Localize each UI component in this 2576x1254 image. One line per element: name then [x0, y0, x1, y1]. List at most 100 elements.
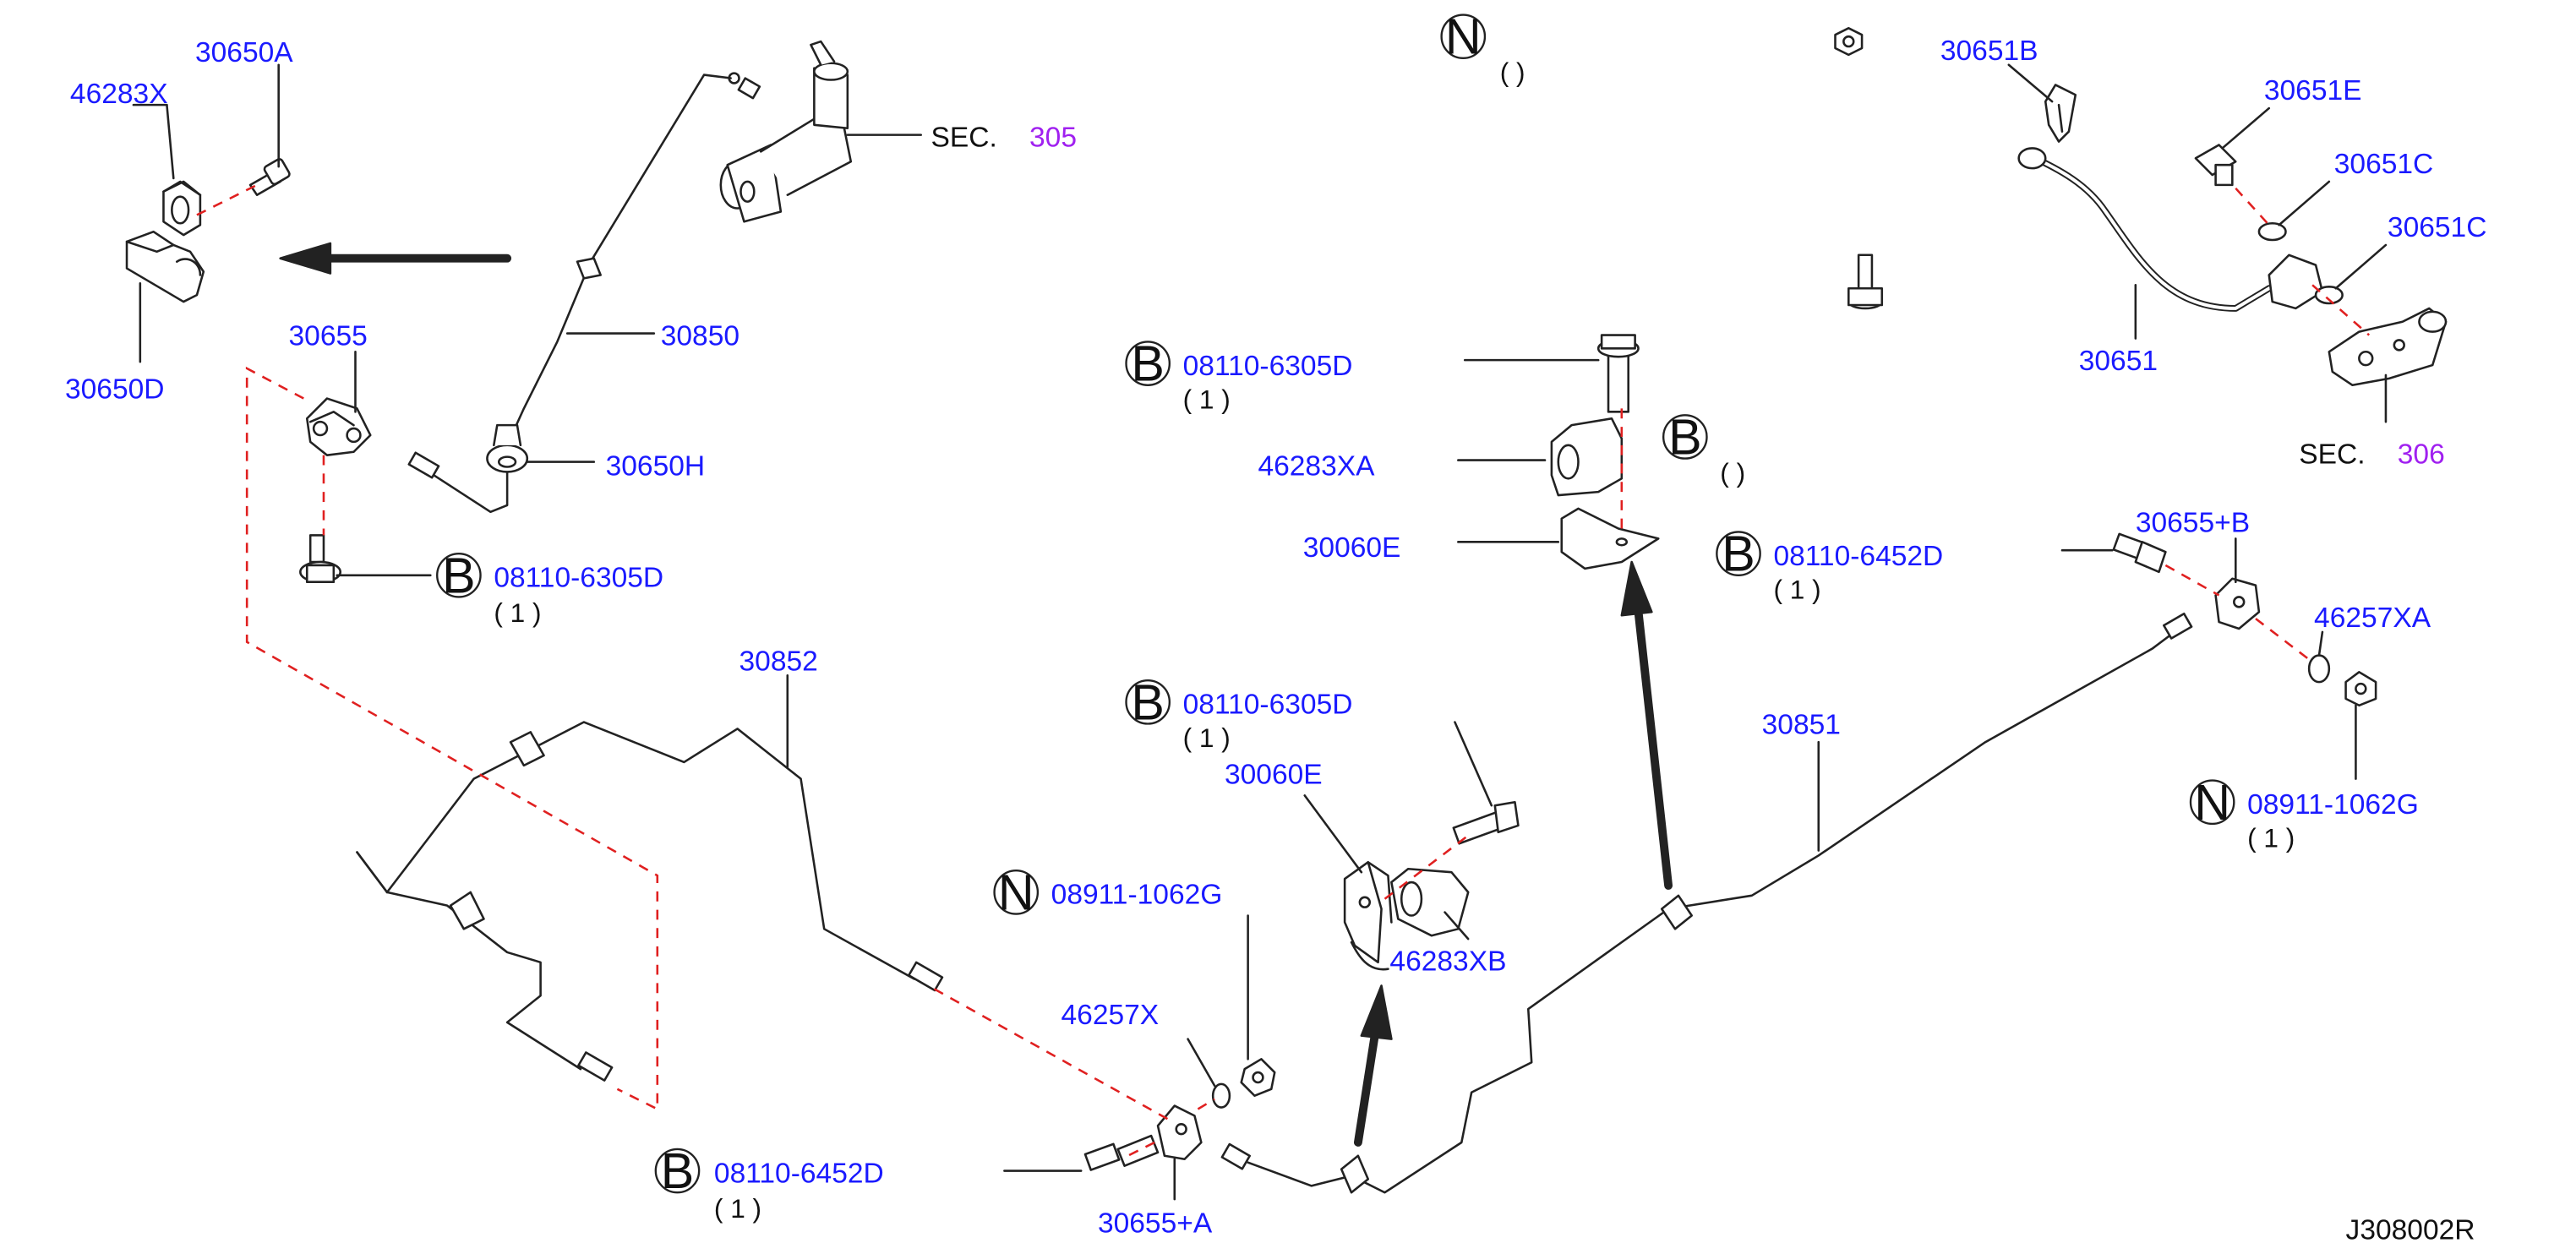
qty-bolt-6305d-1: ( 1 ) [494, 597, 541, 628]
tube-30851 [1247, 627, 2180, 1194]
leader-30651b [2007, 63, 2054, 103]
master-cylinder-shape [719, 40, 853, 223]
label-bolt-6305d-2: 08110-6305D [1183, 351, 1353, 382]
clip-30851-a [1660, 894, 1694, 930]
label-30655a: 30655+A [1098, 1208, 1213, 1240]
bracket-30060e-1-shape [1560, 507, 1660, 570]
grommet-30650h-shape [486, 423, 529, 473]
leader-46257xa [2317, 630, 2324, 657]
dash-30655a-washer [1197, 1098, 1215, 1110]
label-bolt-6452d-1: 08110-6452D [714, 1158, 884, 1189]
label-46257x: 46257X [1062, 1000, 1160, 1031]
mark-b-6305d-1-letter: B [442, 547, 476, 603]
tube-30852 [385, 721, 916, 980]
qty-bolt-6305d-3: ( 1 ) [1183, 722, 1231, 753]
mark-n-1062g-1 [993, 870, 1040, 915]
leader-46257x [1187, 1038, 1216, 1088]
label-30651c-1: 30651C [2334, 149, 2434, 180]
leader-30651c-2 [2334, 243, 2388, 290]
sec-number-306: 306 [2398, 439, 2445, 471]
bracket-30060e-2-shape [1343, 861, 1393, 971]
label-nut-1062g-2: 08911-1062G [2247, 789, 2419, 821]
bolt-30651e-shape [2194, 144, 2237, 187]
tube-30850 [432, 74, 732, 514]
mark-b-empty [1662, 414, 1708, 460]
label-46257xa: 46257XA [2314, 602, 2431, 634]
mark-b-6305d-1 [436, 552, 482, 598]
clip-30655a-shape [1156, 1104, 1203, 1161]
bolt-6305d-3-shape [1452, 800, 1520, 845]
washer-46257x-shape [1211, 1082, 1231, 1109]
clip-30655b-shape [2214, 577, 2261, 630]
leader-46283x-b [166, 103, 175, 180]
dash-30655b-washer [2255, 618, 2313, 663]
mark-b-6305d-3-letter: B [1131, 673, 1165, 730]
sec-label-305: SEC. [931, 122, 997, 153]
washer-30651c-1-shape [2257, 221, 2287, 242]
clamp-46283xa-shape [1550, 417, 1624, 497]
label-30650d: 30650D [65, 374, 165, 406]
mark-n-top [1440, 14, 1487, 60]
label-30650h: 30650H [606, 450, 706, 482]
qty-b-empty: ( ) [1720, 457, 1745, 488]
clip-30651b-shape [2044, 84, 2077, 143]
fitting-30851-left [1220, 1142, 1252, 1170]
mark-n-1062g-2 [2189, 779, 2235, 826]
clip-30852-a [509, 731, 545, 767]
dash-30651e-washer [2235, 187, 2270, 226]
bolt-30650a-shape [248, 158, 291, 196]
fitting-30852-left [577, 1051, 614, 1082]
fitting-top [728, 72, 761, 100]
label-30651e: 30651E [2264, 75, 2362, 106]
slave-cylinder-shape [2328, 307, 2448, 387]
qty-bolt-6452d-1: ( 1 ) [714, 1193, 761, 1224]
mark-b-6305d-3 [1125, 679, 1171, 725]
washer-46257xa-shape [2307, 654, 2331, 684]
label-30851: 30851 [1762, 709, 1841, 740]
label-46283xb: 46283XB [1389, 946, 1506, 978]
dash-30655-outline [245, 366, 659, 1111]
ref-code: J308002R [2346, 1214, 2475, 1246]
clip-30655-shape [305, 397, 372, 456]
label-30655b: 30655+B [2136, 507, 2250, 538]
mark-b-6305d-2 [1125, 341, 1171, 386]
dash-30655a-bolt [1127, 1141, 1155, 1157]
nut-1062g-1-shape [1240, 1058, 1276, 1098]
dash-30651-slave [2311, 284, 2371, 336]
arrow-up-center [1620, 560, 1673, 890]
sec-number-305: 305 [1029, 122, 1077, 153]
mark-n-top-letter: N [1445, 8, 1482, 65]
mark-n-1062g-2-letter: N [2194, 774, 2230, 831]
dash-46283x-bolt [196, 183, 258, 216]
label-30060e-2: 30060E [1225, 760, 1323, 791]
dash-30852-to-30655a [933, 988, 1169, 1120]
mark-b-6452d-2-letter: B [1722, 526, 1755, 582]
washer-30651c-2-shape [2314, 286, 2344, 305]
qty-n-empty: ( ) [1500, 57, 1525, 87]
clip-30851-b [1340, 1154, 1370, 1194]
mark-b-6452d-2 [1716, 531, 1761, 576]
fitting-30851-right [2162, 612, 2193, 640]
leader-30060e-2 [1303, 794, 1363, 874]
mark-b-6452d-1-letter: B [661, 1142, 695, 1199]
leader-30651c-1 [2278, 180, 2331, 226]
label-bolt-6452d-2: 08110-6452D [1773, 541, 1943, 572]
arrow-up-bottom [1353, 984, 1393, 1147]
mark-b-6452d-1 [654, 1148, 701, 1194]
mark-b-6305d-2-letter: B [1131, 335, 1165, 392]
arrow-left [279, 242, 512, 275]
label-bolt-6305d-1: 08110-6305D [494, 563, 663, 594]
clamp-30650d-shape [125, 230, 205, 303]
nut-top-shape [1834, 27, 1864, 57]
bolt-6305d-1-shape [299, 534, 341, 583]
leader-bolt-6305d-3 [1454, 721, 1493, 807]
label-30655: 30655 [289, 320, 368, 352]
clip-30852-b [449, 891, 485, 930]
nut-1062g-2-shape [2344, 671, 2377, 707]
qty-nut-1062g-2: ( 1 ) [2247, 823, 2295, 853]
label-30852: 30852 [740, 646, 818, 677]
fitting-30650h [407, 451, 440, 479]
label-30651: 30651 [2079, 346, 2158, 377]
mark-b-empty-letter: B [1668, 408, 1702, 465]
